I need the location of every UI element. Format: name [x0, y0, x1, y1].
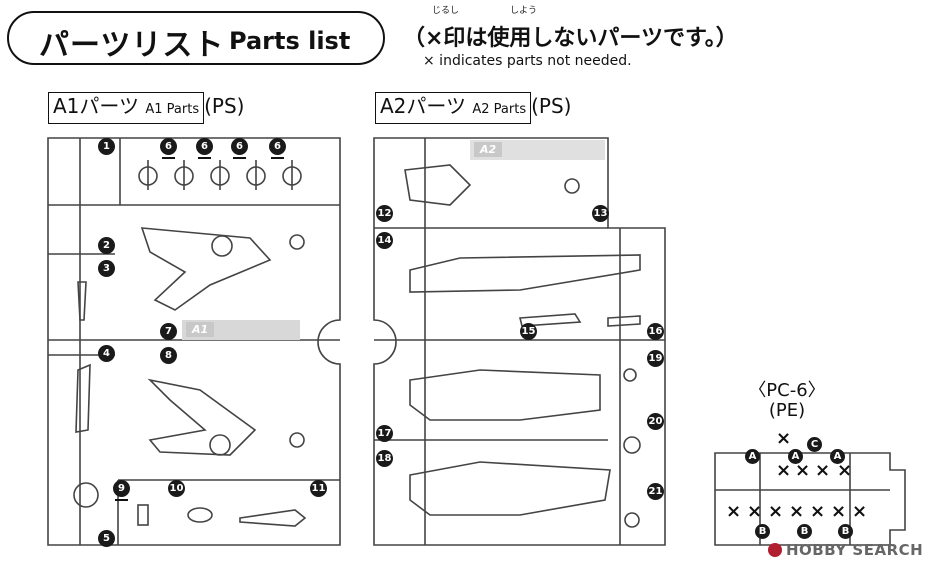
part-number-badge: 6 — [269, 138, 286, 159]
part-number-badge: 10 — [168, 480, 185, 497]
part-number-badge: 11 — [310, 480, 327, 497]
pc6-letter-badge: B — [797, 524, 812, 539]
pc6-letter-badge: A — [745, 449, 760, 464]
a1-part6-studs — [138, 160, 302, 190]
part-number-badge: 4 — [98, 345, 115, 362]
a2-inner-bars — [374, 138, 665, 545]
a2-body-part-lower — [409, 461, 611, 516]
not-needed-mark: × — [837, 460, 853, 481]
a1-arm-part-bottom — [147, 378, 257, 456]
not-needed-mark: × — [815, 460, 831, 481]
runner-tag-a2: A2 — [474, 142, 503, 157]
part-number-badge: 6 — [231, 138, 248, 159]
runner-a1-material: (PS) — [204, 94, 245, 118]
not-needed-mark: × — [810, 501, 826, 522]
not-needed-mark: × — [852, 501, 868, 522]
a1-blade-part — [239, 509, 307, 527]
pc6-letter-badge: A — [788, 449, 803, 464]
part-number-badge: 2 — [98, 237, 115, 254]
pc6-letter-badge: B — [838, 524, 853, 539]
a1-runner-frame — [47, 137, 341, 546]
part-number-badge: 17 — [376, 425, 393, 442]
a2-body-part-upper — [409, 369, 601, 421]
part-number-badge: 8 — [160, 347, 177, 364]
title-japanese: パーツリスト — [39, 28, 225, 63]
a2-long-blade — [409, 254, 641, 293]
pc6-title: 〈PC-6〉 — [748, 380, 826, 401]
runner-a1-label: A1パーツ — [53, 94, 140, 118]
a2-part-15 — [518, 313, 582, 327]
not-needed-mark: × — [831, 501, 847, 522]
watermark-text: HOBBY SEARCH — [786, 541, 924, 559]
part-number-badge: 1 — [98, 138, 115, 155]
pc6-letter-badge: B — [755, 524, 770, 539]
part-number-badge: 19 — [647, 350, 664, 367]
runner-a2-heading: A2パーツ A2 Parts (PS) — [375, 92, 571, 124]
runner-a1-label-small: A1 Parts — [145, 102, 200, 117]
note-ruby-1: じるし — [432, 6, 460, 16]
title-english: Parts list — [229, 27, 351, 55]
not-needed-mark: × — [789, 501, 805, 522]
hobby-search-watermark: HOBBY SEARCH — [768, 541, 923, 559]
a1-arm-part-top — [140, 227, 272, 311]
part-number-badge: 13 — [592, 205, 609, 222]
not-needed-mark: × — [795, 460, 811, 481]
note-english: × indicates parts not needed. — [423, 53, 632, 69]
part-number-badge: 6 — [196, 138, 213, 159]
a2-part-12 — [404, 164, 472, 206]
hobby-search-logo-icon — [768, 543, 782, 557]
runner-a1-heading: A1パーツ A1 Parts (PS) — [48, 92, 244, 124]
a1-gear-part — [73, 482, 99, 508]
pc6-material: (PE) — [768, 400, 806, 421]
runner-a2-material: (PS) — [531, 94, 572, 118]
part-number-badge: 7 — [160, 323, 177, 340]
part-number-badge: 20 — [647, 413, 664, 430]
part-number-badge: 16 — [647, 323, 664, 340]
parts-list-title-pill: パーツリスト Parts list — [7, 11, 385, 65]
not-needed-mark: × — [776, 428, 792, 449]
part-number-badge: 12 — [376, 205, 393, 222]
part-number-badge: 14 — [376, 232, 393, 249]
part-number-badge: 15 — [520, 323, 537, 340]
a2-runner-frame — [373, 137, 666, 546]
part-number-badge: 18 — [376, 450, 393, 467]
not-needed-mark: × — [726, 501, 742, 522]
runner-a2-label: A2パーツ — [380, 94, 467, 118]
pc6-letter-badge: A — [830, 449, 845, 464]
note-ruby-2: しよう — [510, 6, 538, 16]
note-japanese: （×印は使用しないパーツです。） — [403, 26, 738, 51]
part-number-badge: 9 — [113, 480, 130, 501]
part-number-badge: 3 — [98, 260, 115, 277]
pc6-letter-badge: C — [807, 437, 822, 452]
not-needed-mark: × — [768, 501, 784, 522]
part-number-badge: 21 — [647, 483, 664, 500]
part-number-badge: 6 — [160, 138, 177, 159]
part-number-badge: 5 — [98, 530, 115, 547]
not-needed-mark: × — [747, 501, 763, 522]
runner-tag-a1: A1 — [186, 322, 215, 337]
runner-a2-label-small: A2 Parts — [472, 102, 527, 117]
not-needed-mark: × — [776, 460, 792, 481]
